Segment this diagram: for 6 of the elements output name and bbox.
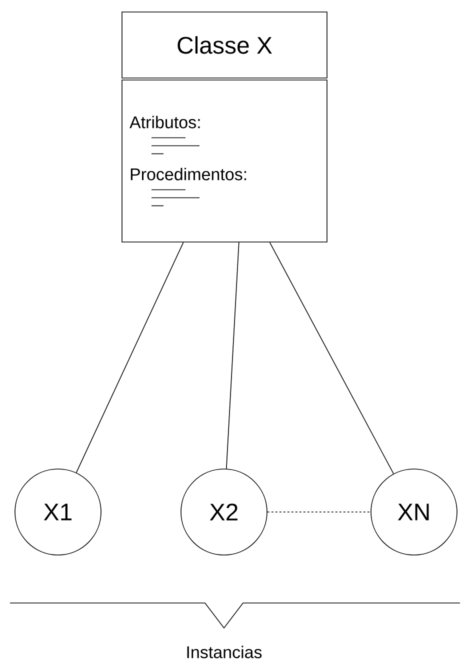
class-name-box: Classe X xyxy=(122,12,328,78)
connector-line xyxy=(76,242,184,474)
group-label: Instancias xyxy=(187,646,262,658)
class-members-box: Atributos: Procedimentos: xyxy=(122,80,328,242)
connector-line xyxy=(226,242,240,470)
connector-line xyxy=(269,242,394,474)
